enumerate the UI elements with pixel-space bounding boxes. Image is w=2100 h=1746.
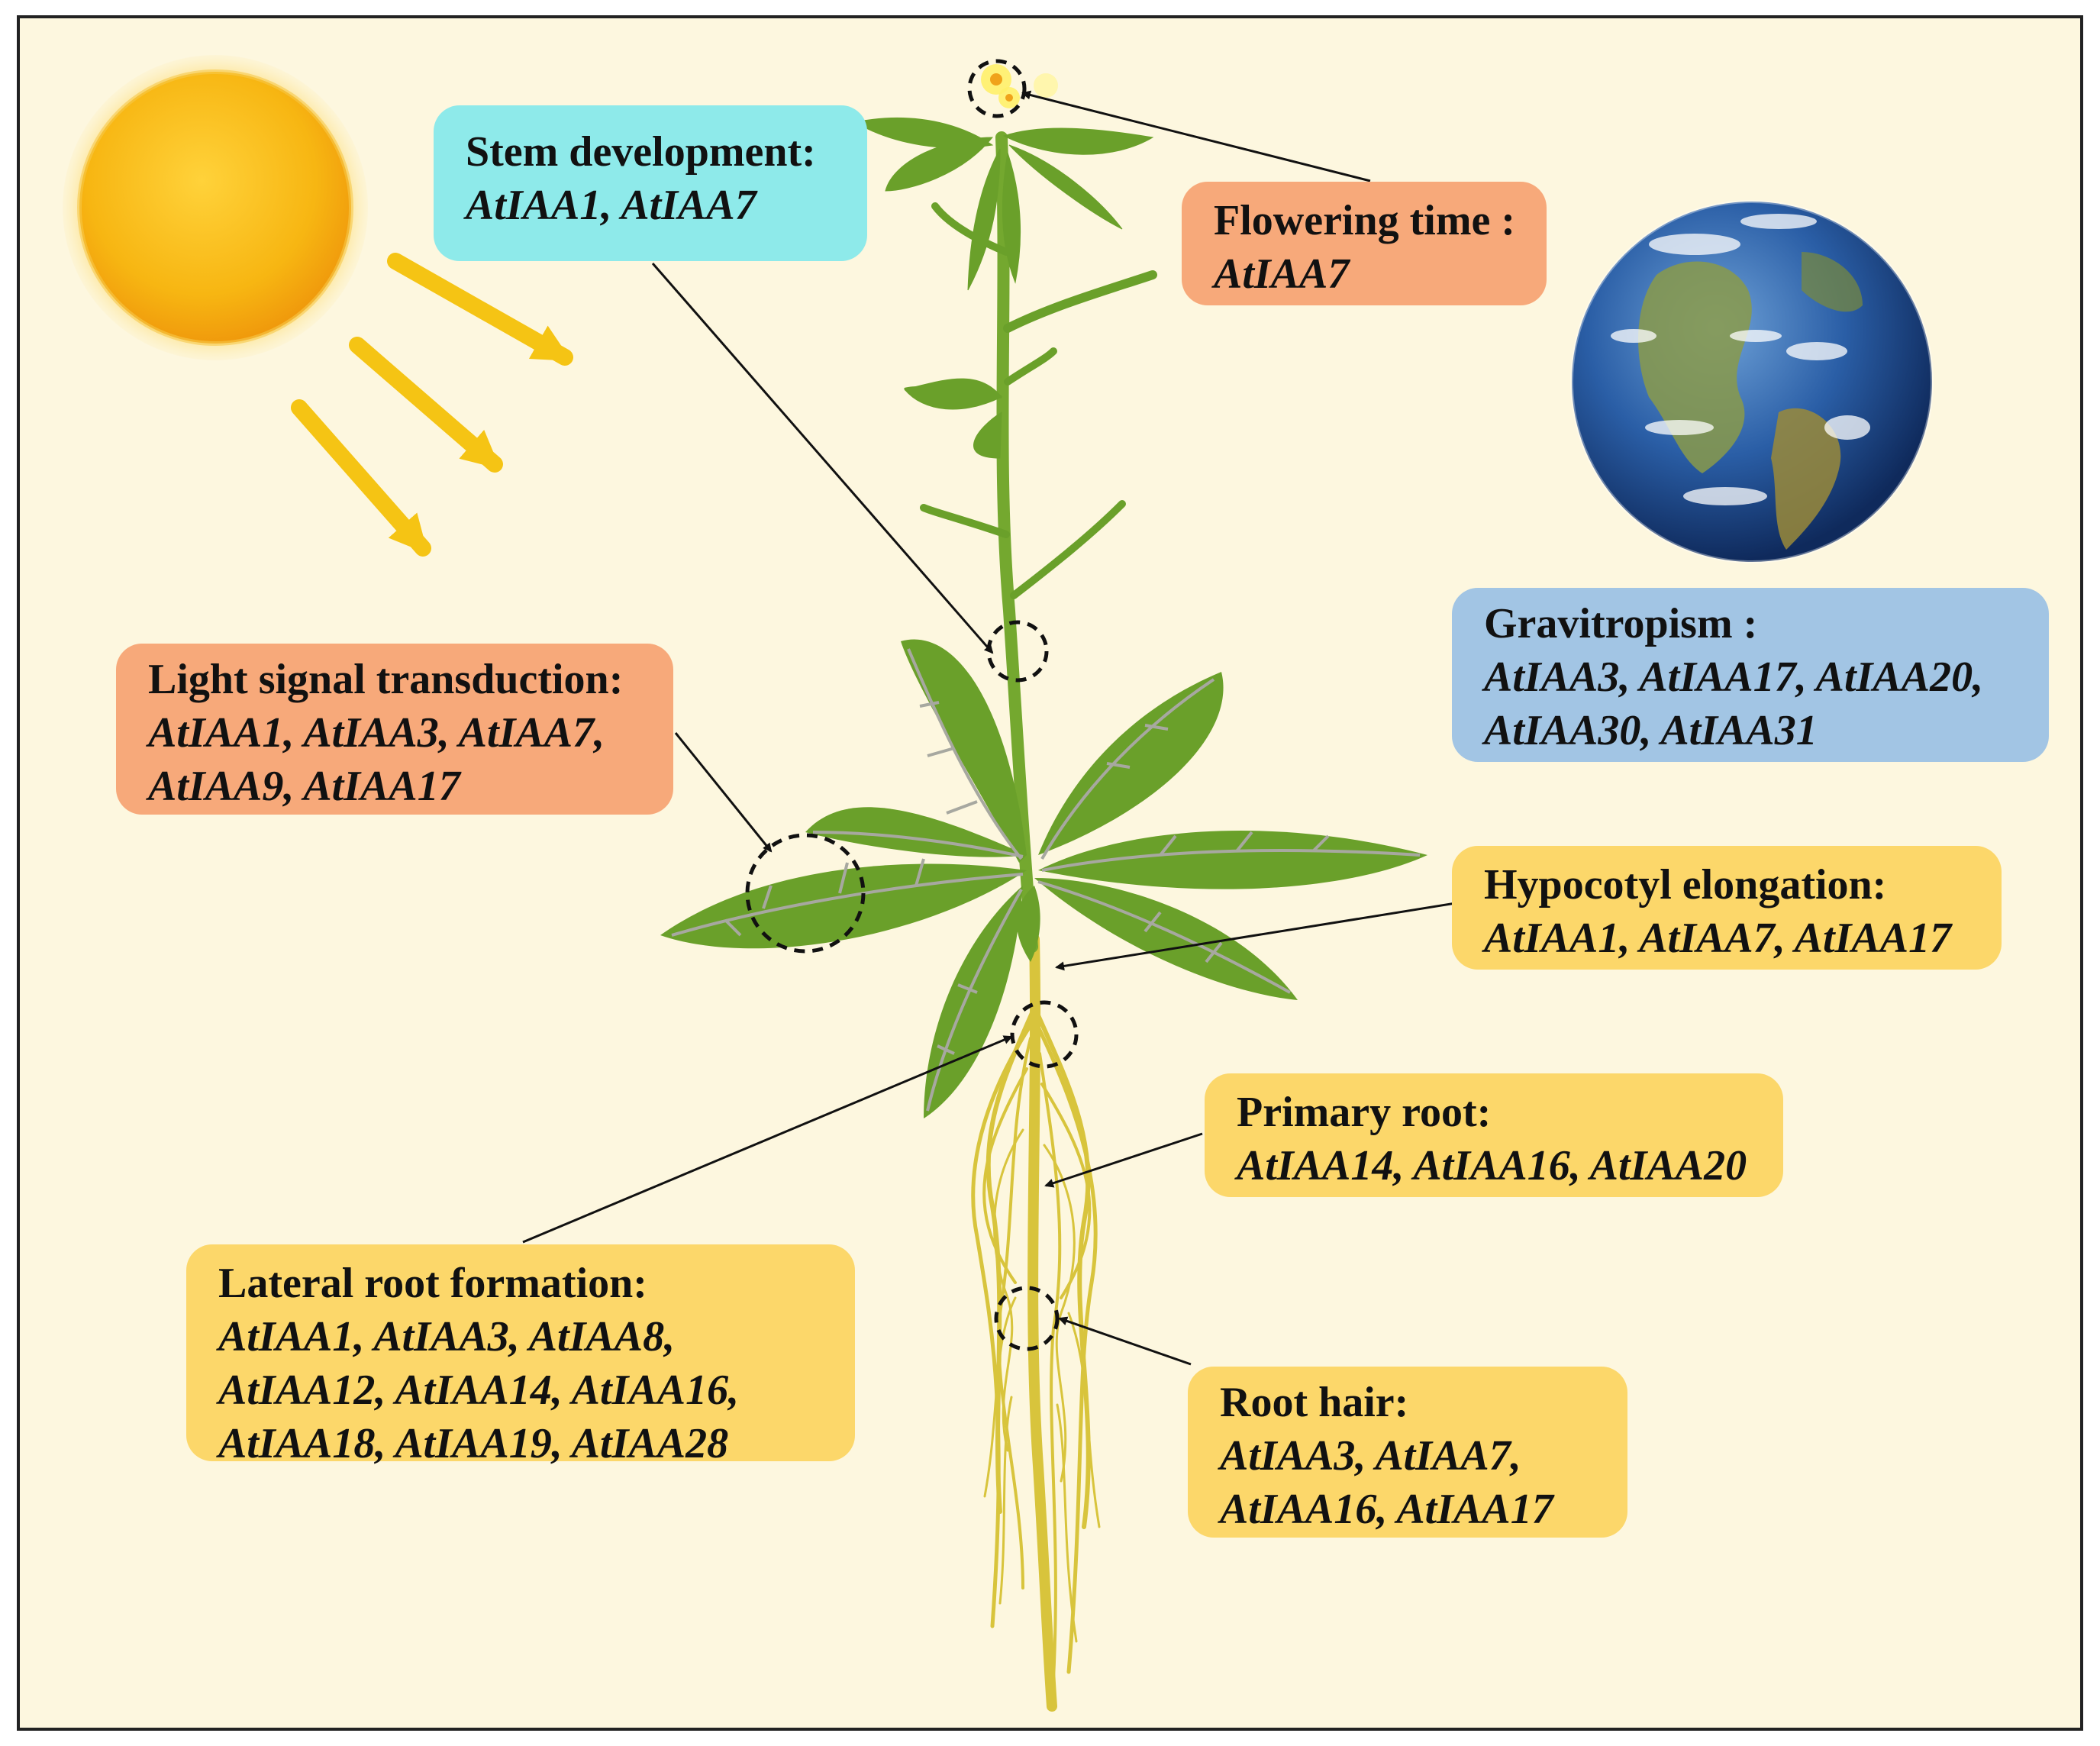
gravitropism-title: Gravitropism : (1484, 600, 1758, 647)
root-hair-highlight (994, 1286, 1060, 1351)
leaf-veins (671, 648, 1421, 1112)
root-hair-title: Root hair: (1220, 1379, 1409, 1426)
roots-illustration (971, 934, 1101, 1712)
hypocotyl-elongation-genes: AtIAA1, AtIAA7, AtIAA17 (1484, 915, 1952, 962)
highlight-circles (745, 59, 1079, 1351)
flowering-time-title: Flowering time : (1214, 197, 1515, 244)
lateral-root-formation-genes-line-1: AtIAA1, AtIAA3, AtIAA8, (218, 1313, 676, 1360)
light-signal-transduction-title: Light signal transduction: (148, 656, 624, 703)
gravitropism-genes-line-2: AtIAA30, AtIAA31 (1484, 707, 1818, 754)
pointer-lines (522, 90, 1456, 1366)
light-signal-transduction-label: Light signal transduction: AtIAA1, AtIAA… (116, 644, 673, 815)
lateral-root-formation-title: Lateral root formation: (218, 1260, 647, 1307)
root-hair-label: Root hair: AtIAA3, AtIAA7, AtIAA16, AtIA… (1188, 1367, 1627, 1538)
primary-root-label: Primary root: AtIAA14, AtIAA16, AtIAA20 (1205, 1073, 1783, 1197)
stem-development-label: Stem development: AtIAA1, AtIAA7 (434, 105, 867, 261)
root-base-highlight (1010, 1000, 1079, 1069)
stem-development-title: Stem development: (466, 128, 816, 176)
flowering-time-label: Flowering time : AtIAA7 (1182, 182, 1547, 305)
hypocotyl-elongation-title: Hypocotyl elongation: (1484, 861, 1887, 909)
flower-highlight (967, 59, 1027, 118)
leaf-highlight (745, 833, 866, 954)
root-hair-genes-line-1: AtIAA3, AtIAA7, (1220, 1432, 1521, 1480)
primary-root-title: Primary root: (1237, 1089, 1492, 1136)
gravitropism-label: Gravitropism : AtIAA3, AtIAA17, AtIAA20,… (1452, 588, 2049, 762)
light-signal-transduction-genes-line-1: AtIAA1, AtIAA3, AtIAA7, (148, 709, 605, 757)
lateral-root-formation-genes-line-2: AtIAA12, AtIAA14, AtIAA16, (218, 1367, 740, 1414)
stem-development-genes: AtIAA1, AtIAA7 (466, 182, 756, 229)
cauline-leaves (853, 117, 1157, 599)
lateral-root-formation-label: Lateral root formation: AtIAA1, AtIAA3, … (186, 1244, 855, 1467)
flower-icon (981, 64, 1058, 108)
flowering-time-genes: AtIAA7 (1214, 250, 1350, 298)
primary-root-genes: AtIAA14, AtIAA16, AtIAA20 (1237, 1142, 1747, 1189)
sun-icon (63, 55, 368, 360)
hypocotyl-elongation-label: Hypocotyl elongation: AtIAA1, AtIAA7, At… (1452, 846, 2002, 970)
light-signal-transduction-genes-line-2: AtIAA9, AtIAA17 (148, 763, 460, 810)
sunlight-arrows (291, 253, 573, 557)
rosette-leaves (660, 639, 1427, 1118)
lateral-root-formation-genes-line-3: AtIAA18, AtIAA19, AtIAA28 (218, 1420, 729, 1467)
root-hair-genes-line-2: AtIAA16, AtIAA17 (1220, 1486, 1553, 1533)
gravitropism-genes-line-1: AtIAA3, AtIAA17, AtIAA20, (1484, 654, 1984, 701)
stem-highlight (986, 620, 1049, 683)
earth-globe-icon (1570, 200, 1934, 563)
